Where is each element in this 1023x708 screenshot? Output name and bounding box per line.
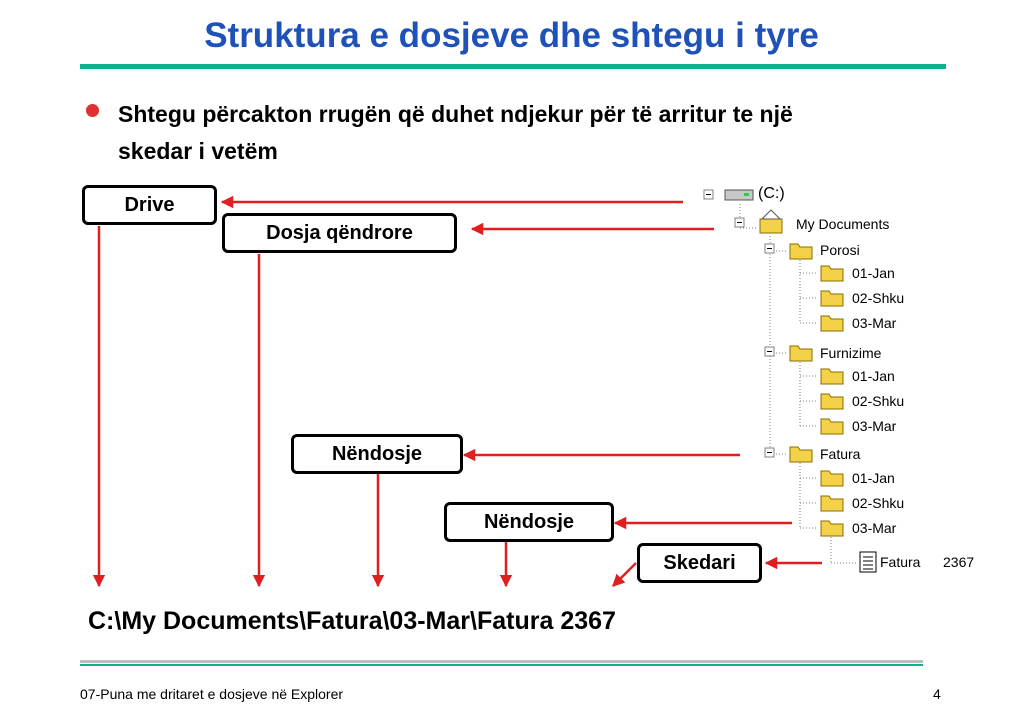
bullet-dot-icon	[86, 104, 99, 117]
tree-item: 03-Mar	[852, 520, 897, 536]
tree-item: 01-Jan	[852, 265, 895, 281]
tree-item: 03-Mar	[852, 315, 897, 331]
tree-folder-1-label: Porosi	[820, 242, 860, 258]
footer-accent-divider	[80, 664, 923, 666]
label-subfolder-1: Nëndosje	[291, 434, 463, 474]
page-number: 4	[933, 686, 941, 702]
tree-folder-2-label: Furnizime	[820, 345, 882, 361]
tree-documents-label: My Documents	[796, 216, 890, 232]
footer-divider	[80, 660, 923, 663]
full-path: C:\My Documents\Fatura\03-Mar\Fatura 236…	[88, 607, 616, 635]
tree-item: 01-Jan	[852, 368, 895, 384]
footer-title: 07-Puna me dritaret e dosjeve në Explore…	[80, 686, 344, 702]
title-divider	[80, 64, 946, 69]
label-file: Skedari	[637, 543, 762, 583]
tree-file-number: 2367	[943, 554, 975, 570]
tree-item: 02-Shku	[852, 290, 905, 306]
slide-title: Struktura e dosjeve dhe shtegu i tyre	[204, 16, 819, 55]
documents-icon	[759, 209, 783, 234]
tree-folder-3-label: Fatura	[820, 446, 861, 462]
tree-item: 01-Jan	[852, 470, 895, 486]
tree-file-name: Fatura	[880, 554, 921, 570]
drive-icon	[724, 189, 754, 201]
tree-drive-label: (C:)	[758, 185, 785, 202]
label-root-folder: Dosja qëndrore	[222, 213, 457, 253]
tree-item: 03-Mar	[852, 418, 897, 434]
tree-item: 02-Shku	[852, 495, 905, 511]
arrow-file-diagonal	[612, 562, 637, 587]
folder-icons	[789, 243, 844, 537]
file-icon	[859, 551, 877, 573]
bullet-text: Shtegu përcakton rrugën që duhet ndjekur…	[118, 101, 793, 164]
label-drive: Drive	[82, 185, 217, 225]
tree-item: 02-Shku	[852, 393, 905, 409]
label-subfolder-2: Nëndosje	[444, 502, 614, 542]
